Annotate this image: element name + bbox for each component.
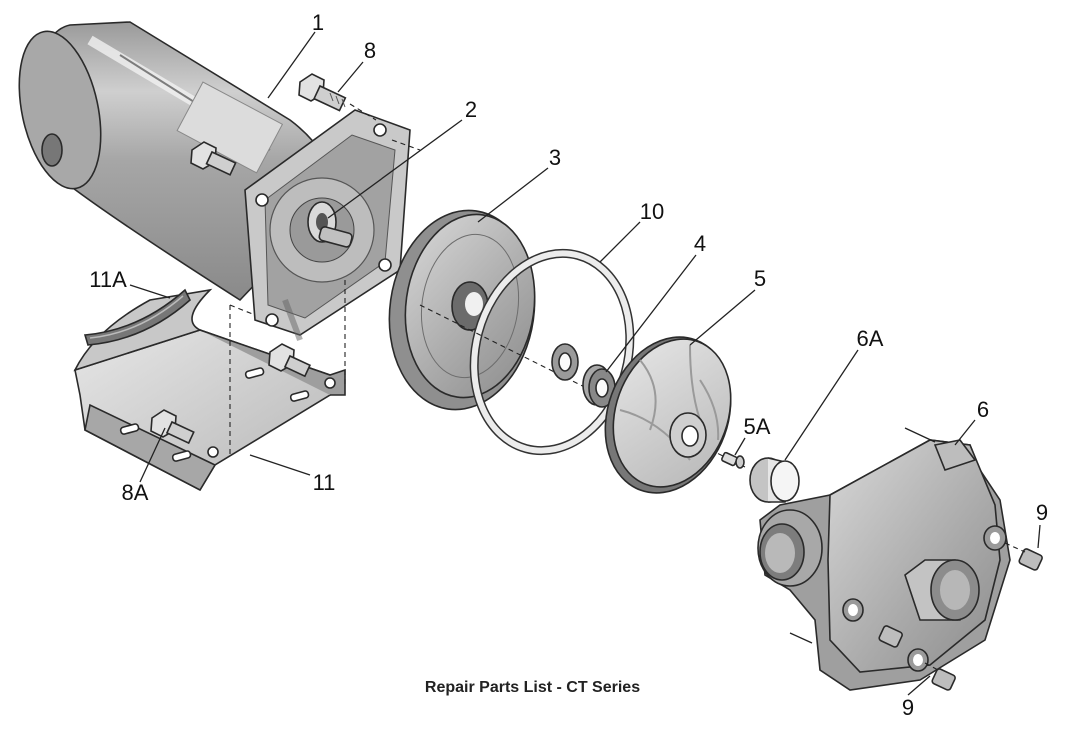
- bolt-motor-side: [190, 141, 237, 176]
- callout-9-upper: 9: [1036, 500, 1048, 525]
- diagram-caption: Repair Parts List - CT Series: [424, 679, 641, 696]
- callout-5: 5: [754, 266, 766, 291]
- pump-casing: [757, 439, 1011, 691]
- leader-lines: [129, 31, 1041, 696]
- drain-plug-lower: [924, 662, 956, 691]
- bolt-8A: [150, 409, 195, 445]
- callout-1: 1: [312, 10, 324, 35]
- base-clamp: [83, 288, 191, 346]
- motor-port-icon: [41, 133, 63, 167]
- callout-3: 3: [549, 145, 561, 170]
- callout-5A: 5A: [744, 414, 771, 439]
- shaft-seal: [307, 201, 353, 248]
- callout-6A: 6A: [857, 326, 884, 351]
- drain-plug-upper: [1004, 542, 1043, 571]
- callout-6: 6: [977, 397, 989, 422]
- callout-10: 10: [640, 199, 664, 224]
- bolt-base: [268, 343, 312, 378]
- callout-2: 2: [465, 97, 477, 122]
- bolt-8: [298, 73, 377, 121]
- callout-11A: 11A: [89, 267, 127, 292]
- seal-plate: [388, 209, 536, 411]
- impeller: [604, 336, 732, 494]
- callout-4: 4: [694, 231, 706, 256]
- shaft-seal-parts: [551, 343, 616, 408]
- callout-8A: 8A: [122, 480, 149, 505]
- callout-11: 11: [313, 470, 336, 495]
- drain-plug-mid: [878, 625, 903, 648]
- callout-8: 8: [364, 38, 376, 63]
- diffuser-ring: [749, 457, 800, 503]
- callout-9-lower: 9: [902, 695, 914, 720]
- impeller-screw: [721, 451, 745, 469]
